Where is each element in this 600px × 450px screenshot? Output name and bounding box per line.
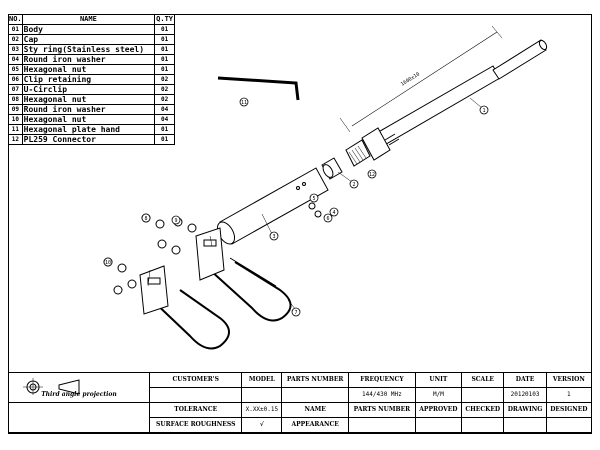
balloon-12: [367, 169, 377, 179]
designed-value: [545, 417, 593, 433]
parts-number-value: [281, 387, 350, 403]
tolerance-value: X.XX±0.15: [241, 402, 283, 418]
balloon-label-6: 6: [326, 216, 329, 222]
balloon-label-8: 8: [144, 216, 147, 222]
approved-value: [414, 417, 463, 433]
frequency-label: FREQUENCY: [348, 372, 416, 388]
date-value: 20120103: [503, 387, 547, 403]
balloon-6: [323, 213, 333, 223]
balloon-label-2: 2: [352, 182, 355, 188]
checked-value: [461, 417, 505, 433]
surface-roughness-label: SURFACE ROUGHNESS: [148, 417, 243, 433]
model-value: [241, 387, 283, 403]
drawing-value: [503, 417, 547, 433]
drawing-label: DRAWING: [503, 402, 547, 418]
version-label: VERSION: [545, 372, 593, 388]
projection-cell: Third angle projection: [8, 372, 150, 403]
customers-value: [148, 387, 243, 403]
third-angle-projection-icon: [23, 378, 80, 396]
balloon-7: [291, 307, 301, 317]
scale-label: SCALE: [461, 372, 505, 388]
date-label: DATE: [503, 372, 547, 388]
roughness-symbol: √: [241, 417, 283, 433]
scale-value: [461, 387, 505, 403]
projection-label: Third angle projection: [41, 391, 117, 398]
balloon-label-10: 10: [105, 260, 111, 266]
balloon-label-12: 12: [369, 172, 375, 178]
appearance-label: APPEARANCE: [281, 417, 350, 433]
frequency-value: 144/430 MHz: [348, 387, 416, 403]
balloon-8: [141, 213, 151, 223]
approved-label: APPROVED: [414, 402, 463, 418]
balloon-label-3: 3: [272, 234, 275, 240]
balloon-2: [349, 179, 359, 189]
checked-label: CHECKED: [461, 402, 505, 418]
appearance-value: [348, 417, 416, 433]
balloon-1: [479, 105, 489, 115]
unit-value: M/M: [414, 387, 463, 403]
dimension-label: 1600±10: [400, 71, 421, 87]
parts-number-label-2: PARTS NUMBER: [348, 402, 416, 418]
unit-label: UNIT: [414, 372, 463, 388]
balloon-label-7: 7: [294, 310, 297, 316]
projection-blank: [8, 402, 150, 433]
part-qty: 01: [154, 134, 175, 145]
balloon-label-1: 1: [482, 108, 485, 114]
tolerance-label: TOLERANCE: [148, 402, 243, 418]
balloon-5: [309, 193, 319, 203]
balloon-10: [103, 257, 113, 267]
part-name: PL259 Connector: [21, 134, 156, 145]
drawing-frame: [8, 14, 592, 434]
version-value: 1: [545, 387, 593, 403]
designed-label: DESIGNED: [545, 402, 593, 418]
balloon-9: [171, 215, 181, 225]
balloon-label-9: 9: [174, 218, 177, 224]
balloon-label-5: 5: [312, 196, 315, 202]
parts-number-label: PARTS NUMBER: [281, 372, 350, 388]
model-label: MODEL: [241, 372, 283, 388]
balloon-3: [269, 231, 279, 241]
balloon-label-11: 11: [241, 100, 247, 106]
name-label: NAME: [281, 402, 350, 418]
customers-label: CUSTOMER'S: [148, 372, 243, 388]
balloon-label-4: 4: [332, 210, 335, 216]
title-block: Third angle projection CUSTOMER'S MODEL …: [8, 372, 593, 433]
balloon-4: [329, 207, 339, 217]
balloon-11: [239, 97, 249, 107]
